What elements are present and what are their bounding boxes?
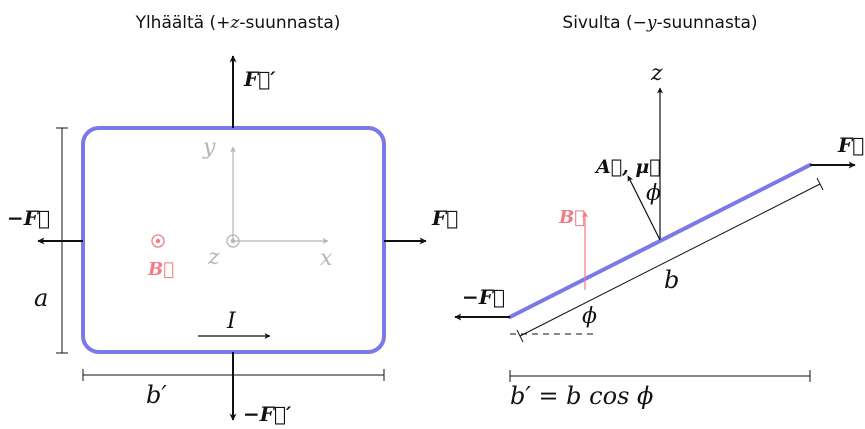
dimension-b-line: [519, 183, 821, 337]
area-moment-label: A⃗, μ⃗: [594, 156, 661, 178]
z-axis-dot: [230, 238, 236, 244]
force-bottom-label: −F⃗′: [243, 402, 292, 426]
magnetic-field-dot: [155, 238, 161, 244]
dimension-b-tick-left: [516, 329, 524, 343]
magnetic-field-out-of-page-icon: [151, 234, 165, 248]
side-z-axis-label: z: [650, 61, 663, 86]
magnetic-field-label-right: B⃗: [558, 207, 585, 228]
z-axis-out-of-page-icon: [226, 234, 240, 248]
current-loop-side-view: [508, 163, 812, 319]
y-axis-label: y: [202, 135, 216, 160]
dimension-b-label: b: [664, 266, 679, 294]
z-axis-label: z: [207, 245, 220, 270]
right-panel-side-view: Sivulta (−y-suunnasta) z b A⃗, μ⃗ ϕ B⃗ ϕ…: [454, 13, 864, 410]
force-right-label: F⃗: [431, 206, 458, 230]
side-force-left-label: −F⃗: [462, 285, 505, 309]
dimension-a-label: a: [34, 284, 48, 312]
dimension-b-tick-right: [816, 177, 824, 191]
side-force-right-label: F⃗: [837, 133, 864, 157]
force-left-label: −F⃗: [7, 206, 50, 230]
angle-phi-bottom-label: ϕ: [582, 304, 597, 329]
right-panel-title: Sivulta (−y-suunnasta): [562, 13, 757, 33]
dimension-b-prime-label: b′: [146, 381, 167, 409]
projection-equation-label: b′ = b cos ϕ: [510, 382, 653, 410]
area-vector-arrow: [627, 175, 661, 241]
current-label: I: [226, 309, 237, 334]
left-panel-title: Ylhäältä (+z-suunnasta): [135, 13, 341, 33]
force-top-label: F⃗′: [243, 67, 276, 91]
left-panel-top-view: Ylhäältä (+z-suunnasta) x y z B⃗ F⃗′ −F⃗…: [7, 13, 458, 426]
magnetic-field-label-left: B⃗: [147, 259, 174, 280]
x-axis-label: x: [320, 246, 333, 271]
angle-phi-top-label: ϕ: [646, 181, 661, 206]
